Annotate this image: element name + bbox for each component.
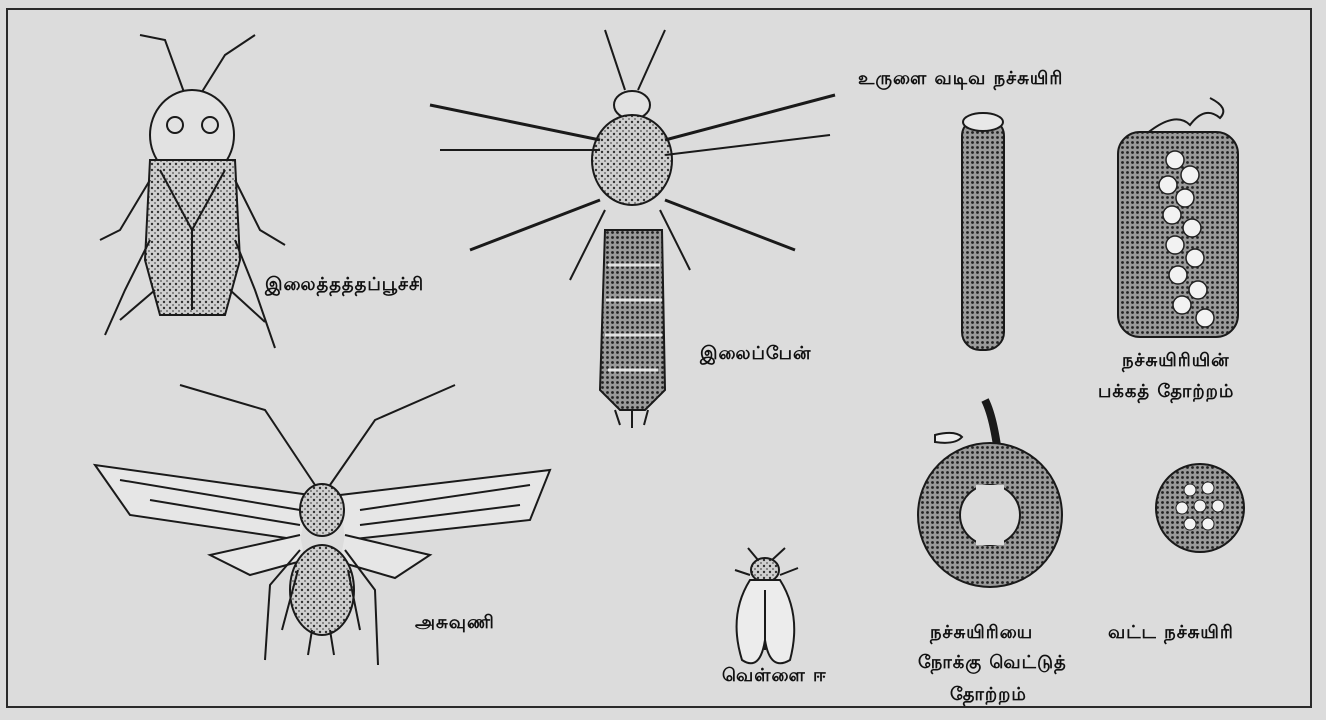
- cross-section-label-line3: தோற்றம்: [950, 684, 1027, 707]
- egg-mass-cross-section-drawing: [918, 400, 1062, 587]
- aphid-label: அசுவுணி: [415, 612, 495, 635]
- whitefly-drawing: [735, 548, 798, 663]
- thrips-drawing: [430, 30, 835, 428]
- round-egg-mass-label: வட்ட நச்சுயிரி: [1108, 622, 1234, 645]
- round-egg-mass-drawing: [1156, 464, 1244, 552]
- cylindrical-egg-mass-label: உருளை வடிவ நச்சுயிரி: [858, 68, 1063, 91]
- egg-mass-side-view-drawing: [1118, 98, 1238, 337]
- side-view-label-line2: பக்கத் தோற்றம்: [1098, 381, 1234, 404]
- leafhopper-label: இலைத்தத்தப்பூச்சி: [265, 274, 424, 297]
- cross-section-label-line1: நச்சுயிரியை: [930, 622, 1033, 645]
- whitefly-label: வெள்ளை ஈ: [722, 665, 827, 688]
- side-view-label-line1: நச்சுயிரியின்: [1122, 350, 1230, 373]
- cross-section-label-line2: நோக்கு வெட்டுத்: [918, 652, 1067, 675]
- thrips-label: இலைப்பேன்: [700, 343, 812, 366]
- cylindrical-egg-mass-drawing: [962, 113, 1004, 350]
- leafhopper-drawing: [100, 35, 285, 348]
